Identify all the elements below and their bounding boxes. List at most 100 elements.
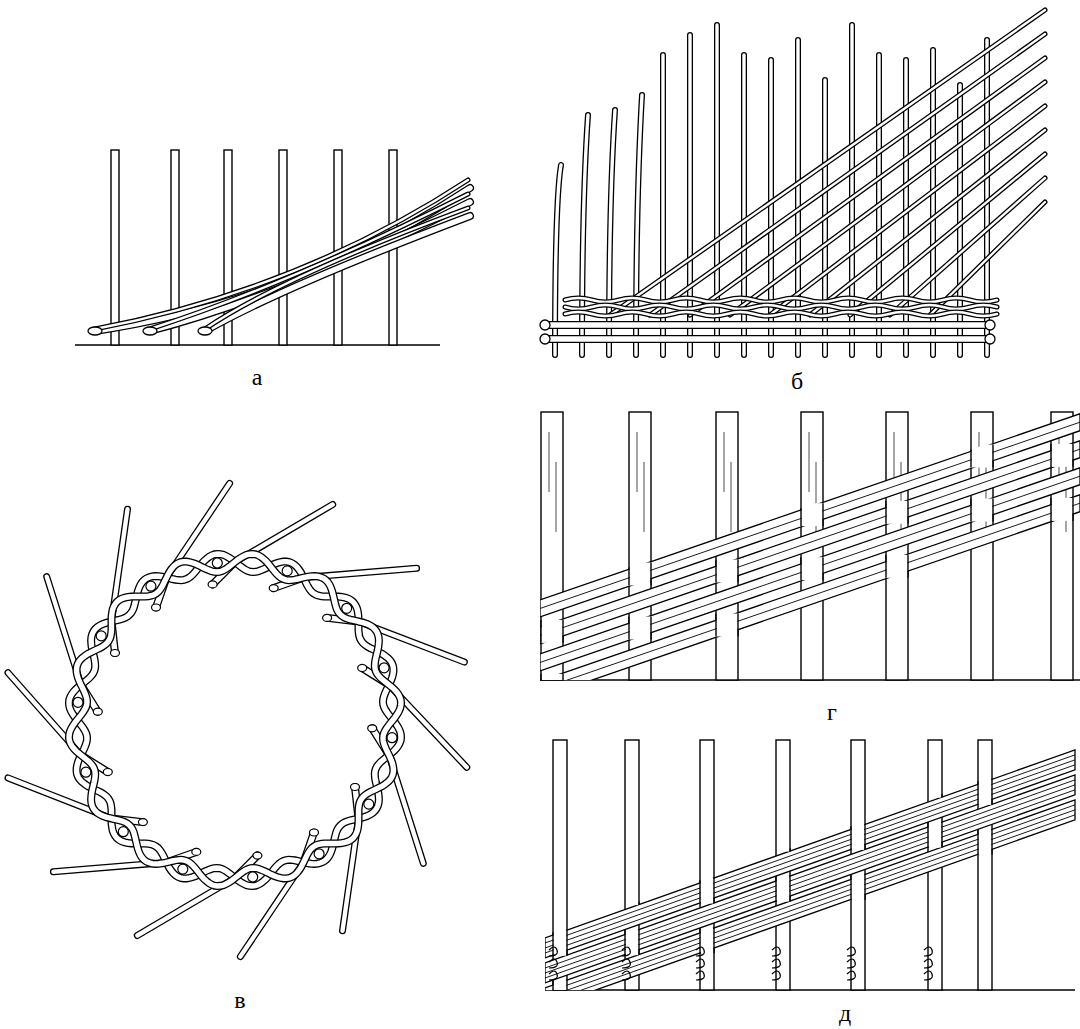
rod-end <box>253 852 262 859</box>
stake-over <box>701 877 714 903</box>
weaver-band <box>545 550 1075 758</box>
stake-over <box>717 559 738 582</box>
weaver-strand <box>545 805 1075 993</box>
stake-edge <box>540 566 541 589</box>
panel-d-drawing <box>545 525 1075 1008</box>
weaver-strand <box>545 815 1075 1003</box>
stake-over <box>717 505 738 528</box>
stake-edge <box>800 449 801 472</box>
stake-edge <box>789 826 790 852</box>
weaver-band <box>545 650 1075 858</box>
stake-edge <box>991 779 992 805</box>
stake-over <box>1052 498 1073 521</box>
twisted-rod <box>69 554 401 886</box>
stake-edge <box>800 395 801 418</box>
stake-edge <box>737 505 738 528</box>
stake-over <box>630 455 651 478</box>
stake-over <box>887 393 908 416</box>
rod-end <box>985 334 995 344</box>
stake-over <box>802 287 823 310</box>
stake-over <box>852 774 865 800</box>
stake-edge <box>540 674 541 697</box>
weaver-strand <box>545 605 1075 793</box>
stake-edge <box>850 774 851 800</box>
panel-letter: а <box>252 365 263 389</box>
stake-edge <box>970 283 971 306</box>
stake-over <box>929 722 942 748</box>
stake-edge <box>885 231 886 254</box>
stake-section <box>342 603 352 613</box>
stake-edge <box>941 772 942 798</box>
stake-edge <box>864 624 865 650</box>
stake-edge <box>624 679 625 705</box>
rod-end <box>269 585 278 592</box>
weaver-rod <box>770 106 1045 315</box>
stake-edge <box>699 827 700 853</box>
stake <box>582 115 588 355</box>
stake <box>849 25 855 355</box>
stake-over <box>929 672 942 698</box>
stake <box>700 740 714 990</box>
weaver-strand <box>545 655 1075 843</box>
twisted-rod <box>69 554 401 886</box>
stake-edge <box>562 404 563 427</box>
stake-over <box>852 874 865 900</box>
weaver-rod <box>890 178 1045 315</box>
rod-loop <box>847 959 855 968</box>
stake-edge <box>850 874 851 900</box>
stake-edge <box>775 626 776 652</box>
weaver-strand <box>545 590 1075 778</box>
stake-edge <box>850 674 851 700</box>
stake-edge <box>562 620 563 643</box>
stake-edge <box>628 347 629 370</box>
stake-edge <box>624 929 625 955</box>
stake <box>850 25 853 355</box>
stake-over <box>554 980 567 1006</box>
stake-over <box>717 613 738 636</box>
stake-edge <box>737 397 738 420</box>
stake-edge <box>699 727 700 753</box>
stake <box>582 115 588 355</box>
stake-edge <box>789 626 790 652</box>
stake-over <box>929 572 942 598</box>
stake-over <box>979 829 992 855</box>
rod-end <box>93 708 102 715</box>
stake-edge <box>941 572 942 598</box>
stake-edge <box>650 401 651 424</box>
stake-edge <box>650 509 651 532</box>
stake-over <box>887 501 908 524</box>
weaver-band <box>545 750 1075 958</box>
stake-edge <box>552 780 553 806</box>
stake-edge <box>650 455 651 478</box>
rod-loop <box>847 971 855 980</box>
stake-over <box>1052 444 1073 467</box>
stake-edge <box>775 876 776 902</box>
weaver-rod <box>610 10 1045 315</box>
stake-edge <box>638 729 639 755</box>
weaver-strand <box>545 730 1075 918</box>
stake-edge <box>650 563 651 586</box>
weaver-band <box>545 800 1075 1008</box>
stake-over <box>802 341 823 364</box>
stake-over <box>777 876 790 902</box>
stake-edge <box>562 512 563 535</box>
stake-over <box>542 458 563 481</box>
stake-edge <box>885 285 886 308</box>
stake-edge <box>977 779 978 805</box>
weaver-strand <box>540 395 1080 581</box>
stake-section <box>379 663 389 673</box>
stake-edge <box>562 458 563 481</box>
stake-over <box>630 509 651 532</box>
weaver-rod <box>850 154 1045 315</box>
rod-end <box>103 769 112 776</box>
weaver-strand <box>545 735 1075 923</box>
weaver-rod <box>565 305 997 309</box>
stake-over <box>626 679 639 705</box>
stake-edge <box>941 722 942 748</box>
stake-edge <box>715 613 716 636</box>
rod-loop <box>622 947 630 956</box>
weaver-rod <box>95 180 468 329</box>
weaver-strand <box>545 640 1075 828</box>
stake-edge <box>713 677 714 703</box>
